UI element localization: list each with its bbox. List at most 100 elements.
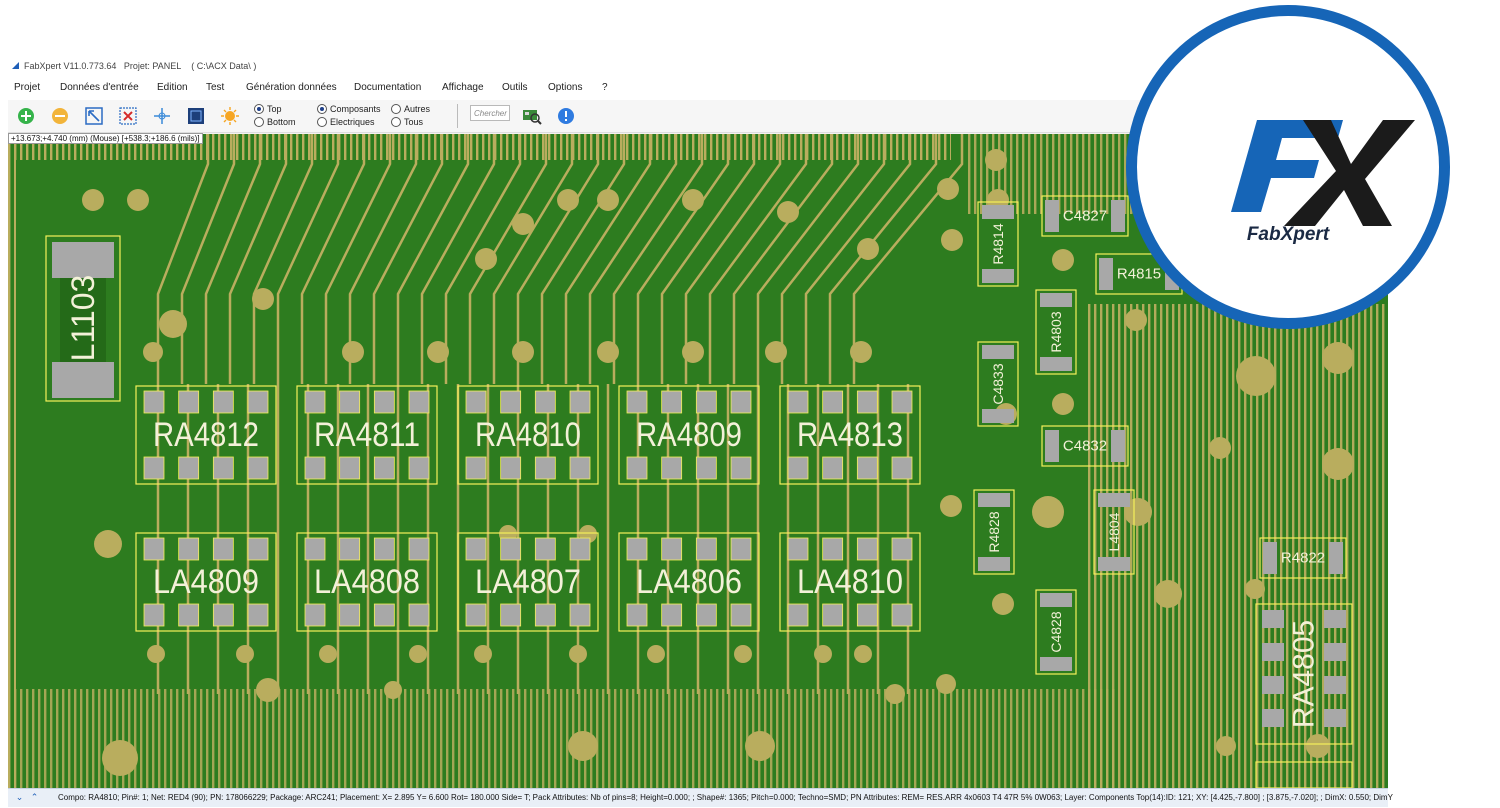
pcb-trace <box>516 134 600 384</box>
component-pad <box>730 537 752 561</box>
radio-tous-dot[interactable] <box>391 117 401 127</box>
radio-bottom[interactable]: Bottom <box>254 117 296 127</box>
via-pad <box>814 645 832 663</box>
component-pad <box>569 456 591 480</box>
via-pad <box>940 495 962 517</box>
component-label: RA4805 <box>1288 620 1321 728</box>
menu-affichage[interactable]: Affichage <box>442 82 484 93</box>
component-label: RA4811 <box>314 416 420 454</box>
component-pad <box>408 390 430 414</box>
component-outline <box>1255 603 1353 745</box>
component-pad <box>1111 200 1125 232</box>
via-pad <box>777 201 799 223</box>
radio-autres-dot[interactable] <box>391 104 401 114</box>
via-pad <box>854 645 872 663</box>
component-pad <box>500 456 522 480</box>
radio-autres[interactable]: Autres <box>391 104 430 114</box>
pcb-trace <box>228 134 288 384</box>
component-pad <box>1040 357 1072 371</box>
component-label: LA4807 <box>475 563 581 601</box>
component-label: C4828 <box>1048 611 1064 652</box>
collapse-up-icon[interactable]: ⌃ <box>30 792 39 802</box>
zoom-fit-icon[interactable] <box>84 106 104 126</box>
component-pad <box>1098 557 1130 571</box>
search-input[interactable]: Chercher <box>470 105 510 121</box>
pcb-trace <box>828 134 938 384</box>
component-pad <box>1045 430 1059 462</box>
pcb-trace <box>348 134 418 384</box>
search-board-icon[interactable] <box>522 106 542 126</box>
radio-electriques[interactable]: Electriques <box>317 117 375 127</box>
light-icon[interactable] <box>220 106 240 126</box>
via-pad <box>1209 437 1231 459</box>
component-label: LA4808 <box>314 563 420 601</box>
component-pad <box>787 603 809 627</box>
component-pad <box>856 537 878 561</box>
via-pad <box>682 341 704 363</box>
menu-outils[interactable]: Outils <box>502 82 528 93</box>
pcb-trace <box>492 134 574 384</box>
component-pad <box>1262 709 1284 727</box>
component-label: R4822 <box>1281 550 1325 567</box>
menu-generation-donnees[interactable]: Génération données <box>246 82 337 93</box>
radio-electriques-dot[interactable] <box>317 117 327 127</box>
radio-tous[interactable]: Tous <box>391 117 423 127</box>
radio-composants[interactable]: Composants <box>317 104 381 114</box>
component-pad <box>339 390 361 414</box>
component-pad <box>730 390 752 414</box>
component-outline <box>977 201 1019 287</box>
component-pad <box>178 456 200 480</box>
zoom-window-icon[interactable] <box>118 106 138 126</box>
resistor-r4822 <box>1259 537 1347 579</box>
pcb-trace <box>852 134 964 384</box>
component-pad <box>500 603 522 627</box>
menu-options[interactable]: Options <box>548 82 583 93</box>
component-pad <box>1040 657 1072 671</box>
menu-edition[interactable]: Edition <box>157 82 188 93</box>
collapse-down-icon[interactable]: ⌄ <box>15 792 24 802</box>
radio-top-dot[interactable] <box>254 104 264 114</box>
radio-composants-dot[interactable] <box>317 104 327 114</box>
via-pad <box>850 341 872 363</box>
via-pad <box>597 341 619 363</box>
component-pad <box>822 603 844 627</box>
component-pad <box>856 456 878 480</box>
info-icon[interactable] <box>556 106 576 126</box>
menu-test[interactable]: Test <box>206 82 225 93</box>
component-pad <box>212 603 234 627</box>
via-pad <box>568 731 598 761</box>
radio-bottom-dot[interactable] <box>254 117 264 127</box>
menu-donnees-entree[interactable]: Données d'entrée <box>60 82 139 93</box>
component-pad <box>1045 200 1059 232</box>
component-pad <box>143 537 165 561</box>
component-outline <box>1035 289 1077 375</box>
capacitor-c4832 <box>1041 425 1129 467</box>
menu-help[interactable]: ? <box>602 82 608 93</box>
menu-projet[interactable]: Projet <box>14 82 41 93</box>
crosshair-icon[interactable] <box>152 106 172 126</box>
menu-documentation[interactable]: Documentation <box>354 82 422 93</box>
component-label: RA4809 <box>636 416 742 454</box>
via-pad <box>475 248 497 270</box>
component-pad <box>856 603 878 627</box>
resistor-array: RA4812 <box>135 385 277 485</box>
component-outline <box>779 532 921 632</box>
zoom-in-icon[interactable] <box>16 106 36 126</box>
component-label: C4833 <box>990 363 1006 404</box>
component-outline <box>1259 537 1347 579</box>
component-pad <box>661 537 683 561</box>
component-pad <box>982 345 1014 359</box>
board-icon[interactable] <box>186 106 206 126</box>
brand-name: FabXpert <box>1246 224 1330 245</box>
via-pad <box>1322 342 1354 374</box>
radio-top[interactable]: Top <box>254 104 282 114</box>
component-pad <box>339 603 361 627</box>
component-label: RA4812 <box>153 416 259 454</box>
fx-logo-icon <box>1231 120 1415 226</box>
via-pad <box>857 238 879 260</box>
zoom-out-icon[interactable] <box>50 106 70 126</box>
toolbar-separator <box>457 104 458 128</box>
component-pad <box>1324 676 1346 694</box>
component-pad <box>982 205 1014 219</box>
